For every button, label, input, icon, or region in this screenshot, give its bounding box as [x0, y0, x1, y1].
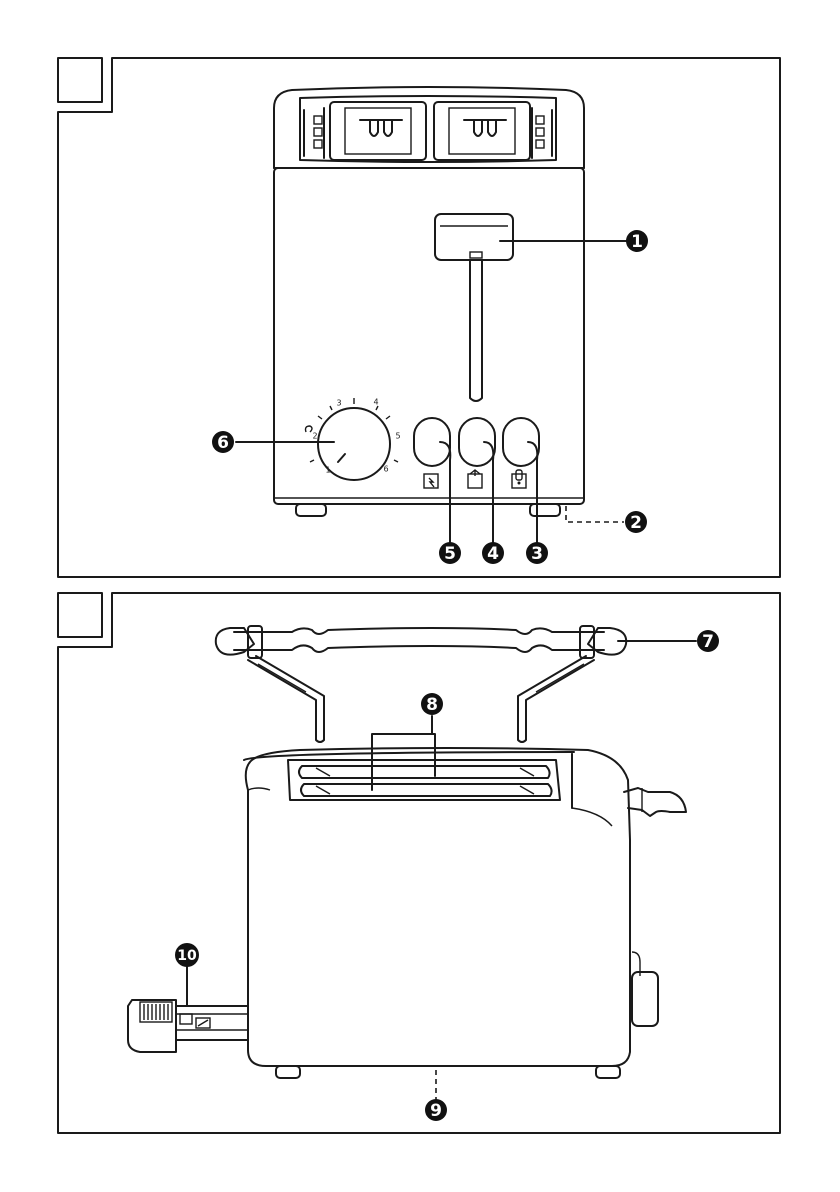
- leader-lines-a: [236, 241, 626, 542]
- crumb-tray[interactable]: [128, 1000, 248, 1052]
- svg-text:1: 1: [631, 232, 643, 252]
- figure-a-frame: [58, 58, 780, 577]
- defrost-icon: [468, 470, 482, 488]
- svg-text:3: 3: [531, 544, 543, 564]
- svg-text:7: 7: [702, 632, 714, 652]
- reheat-icon: [424, 474, 438, 488]
- svg-text:10: 10: [177, 948, 197, 964]
- browning-dial[interactable]: 1 2 3 4 5 6: [306, 398, 401, 481]
- callout-9-badge: 9: [425, 1099, 447, 1121]
- callout-8-badge: 8: [421, 693, 443, 715]
- svg-text:2: 2: [630, 513, 642, 533]
- defrost-button[interactable]: [459, 418, 495, 466]
- callout-3-badge: 3: [526, 542, 548, 564]
- svg-text:5: 5: [444, 544, 456, 564]
- svg-text:4: 4: [487, 544, 499, 564]
- dial-label-2: 2: [312, 432, 317, 441]
- callout-2-badge: 2: [625, 511, 647, 533]
- callout-10-badge: 10: [175, 943, 199, 967]
- leader-lines-b: [187, 641, 696, 1100]
- power-symbol-icon: [306, 426, 313, 432]
- callout-4-badge: 4: [482, 542, 504, 564]
- callout-6-badge: 6: [212, 431, 234, 453]
- dial-label-5: 5: [395, 432, 400, 441]
- callout-7-badge: 7: [697, 630, 719, 652]
- cancel-icon: [512, 470, 526, 488]
- dial-label-3: 3: [336, 399, 341, 408]
- toaster-side-view: [244, 748, 686, 1078]
- callout-1-badge: 1: [626, 230, 648, 252]
- lever[interactable]: [435, 214, 513, 401]
- dial-label-4: 4: [373, 398, 378, 407]
- svg-text:8: 8: [426, 695, 438, 715]
- cancel-button[interactable]: [503, 418, 539, 466]
- bun-warmer-rack: [216, 626, 626, 742]
- svg-text:6: 6: [217, 433, 229, 453]
- dial-label-1: 1: [325, 466, 330, 475]
- callout-5-badge: 5: [439, 542, 461, 564]
- svg-text:9: 9: [430, 1101, 442, 1121]
- dial-label-6: 6: [383, 465, 388, 474]
